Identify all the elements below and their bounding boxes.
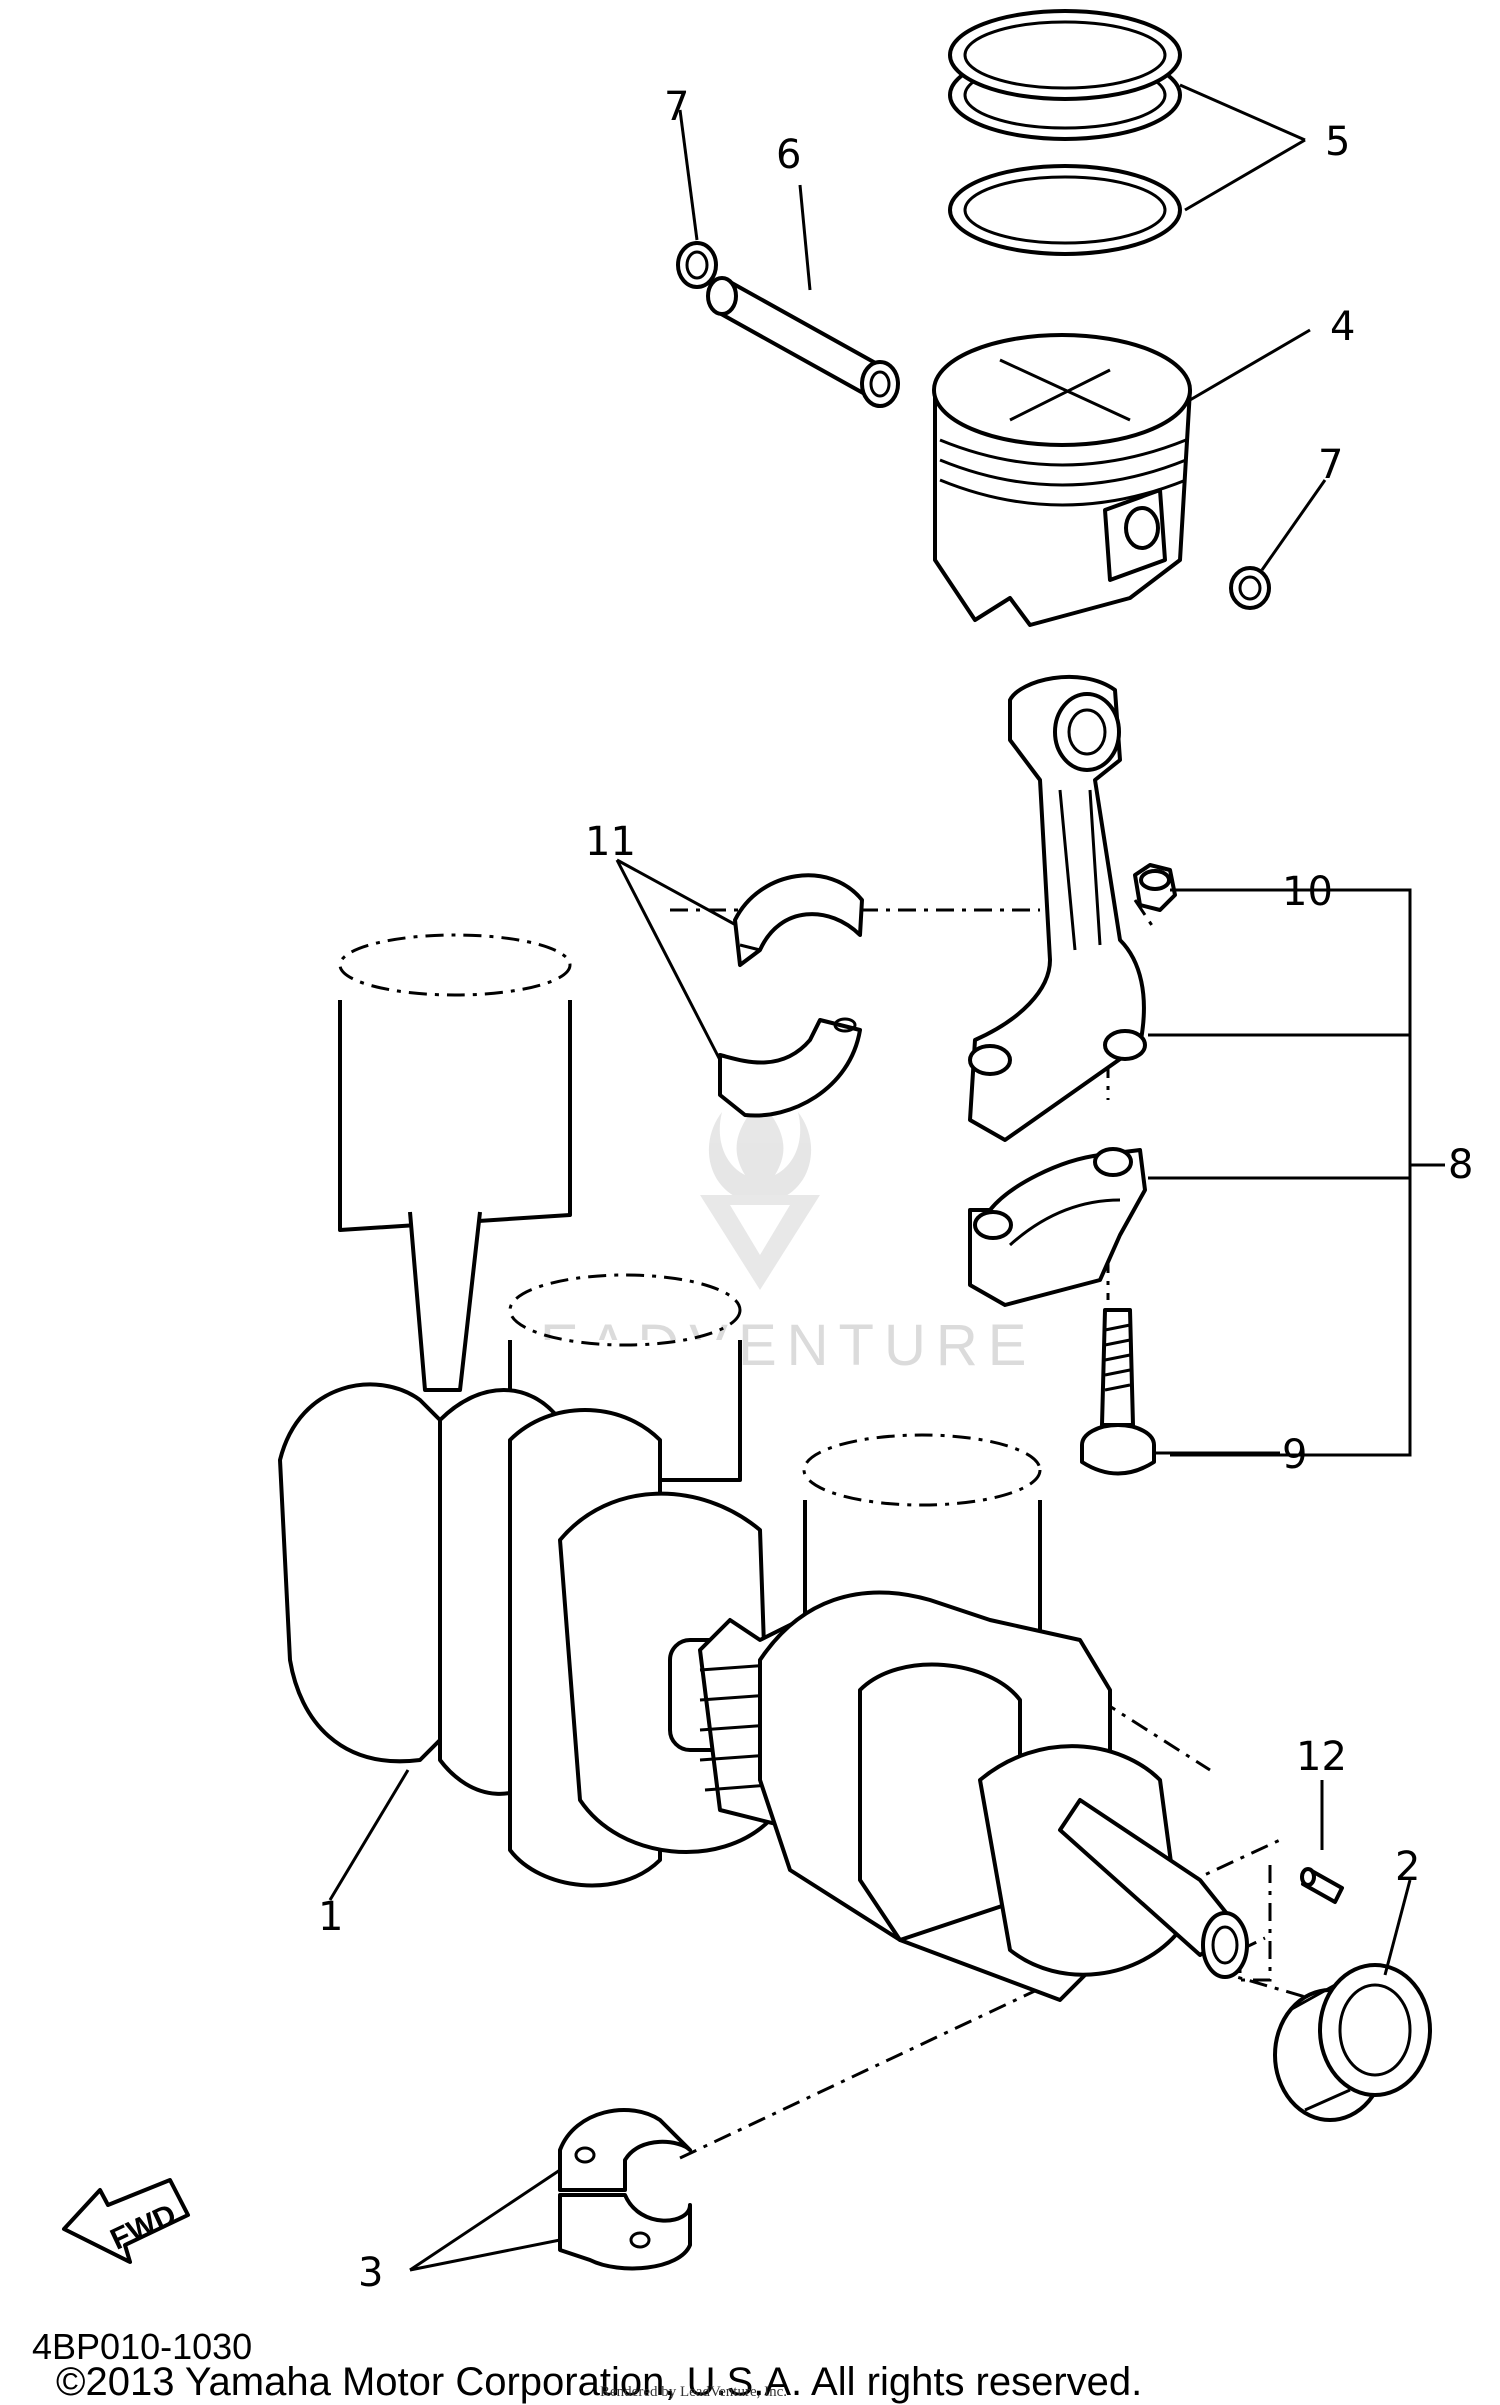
callout-2: 2 [1395,1844,1420,1890]
copyright-notice: ©2013 Yamaha Motor Corporation, U.S.A. A… [56,2360,1143,2404]
fwd-arrow: FWD [62,2178,190,2264]
crankshaft [278,1382,1249,2002]
conrod-bearing-lower [718,1017,862,1118]
callout-7-upper: 7 [664,84,689,130]
callout-10: 10 [1282,869,1333,915]
render-credit: Rendered by LeadVenture, Inc. [600,2384,788,2400]
callout-4: 4 [1330,304,1355,350]
piston-rings [948,9,1182,256]
rod-cap [968,1147,1147,1307]
callout-8: 8 [1448,1142,1473,1188]
leader-lines [328,83,1445,2272]
watermark: EADVENTURE [540,1100,1026,1378]
callout-12: 12 [1296,1734,1347,1780]
piston [932,333,1192,627]
callout-9: 9 [1282,1432,1307,1478]
rod-nut [1133,863,1177,912]
watermark-v-icon [700,1195,820,1290]
callout-3: 3 [358,2250,383,2296]
watermark-flame-icon [708,1100,812,1200]
callout-7-lower: 7 [1318,442,1343,488]
callout-5: 5 [1325,119,1350,165]
dowel-pin [1300,1867,1344,1904]
main-bearing [558,2108,692,2271]
callout-6: 6 [776,132,801,178]
rod-bolt [1080,1308,1156,1476]
diagram-code: 4BP010-1030 [32,2326,253,2367]
circlip-right [1229,566,1271,610]
piston-pin [706,276,900,408]
callout-11: 11 [585,819,636,865]
conrod-bearing-upper [733,873,864,967]
phantom-piston-1 [338,933,572,1392]
callouts: 1 2 3 4 5 6 7 7 8 9 10 11 12 [318,84,1473,2296]
oil-seal [1273,1963,1432,2122]
circlip-left [676,241,718,289]
callout-1: 1 [318,1894,343,1940]
connecting-rod [968,675,1147,1142]
